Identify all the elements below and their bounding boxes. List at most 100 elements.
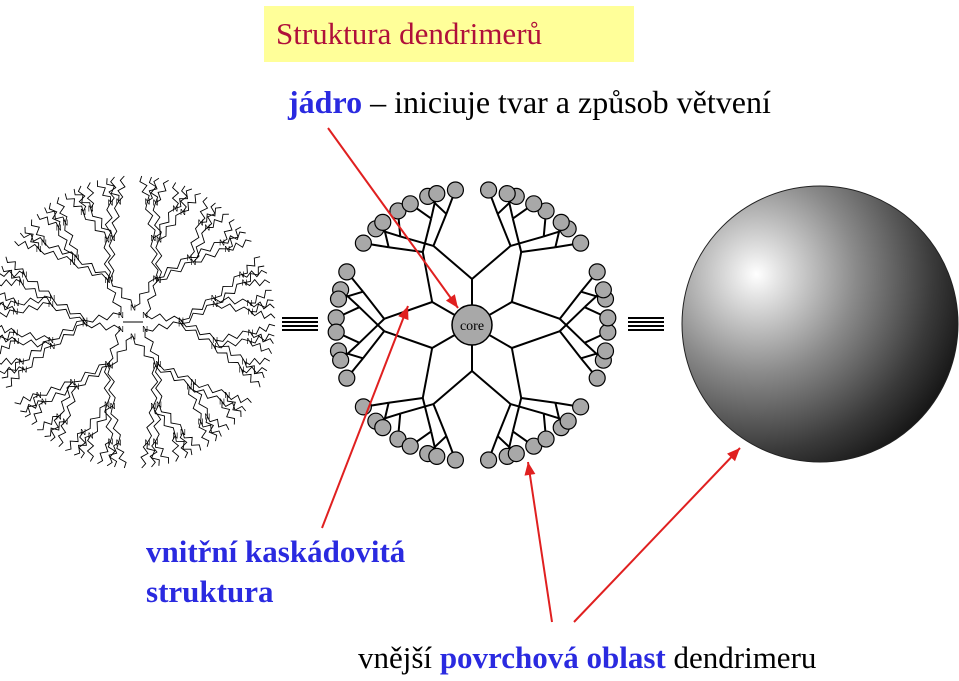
surface-bead [327,323,345,341]
nitrogen-atom-label: N [198,218,204,227]
nitrogen-atom-label: N [21,271,27,280]
surface-bead [446,451,465,469]
nitrogen-atom-label: N [49,342,55,351]
nitrogen-atom-label: N [204,224,210,233]
surface-bead [401,437,419,455]
nitrogen-atom-label: N [150,234,156,243]
nitrogen-atom-label: N [88,205,94,214]
nitrogen-atom-label: N [116,197,122,206]
pointer-arrows [321,127,741,623]
surface-bead [338,263,356,281]
nitrogen-atom-label: N [13,329,19,338]
nitrogen-atom-label: N [13,307,19,316]
surface-bead [588,263,606,281]
arrow-head [445,294,458,308]
nitrogen-atom-label: N [104,236,110,245]
nitrogen-atom-label: N [108,274,114,283]
dendrimer-schematic: core [327,181,617,469]
inner-line-1: vnitřní kaskádovitá [146,534,406,569]
equiv-symbol-right [628,317,664,331]
nitrogen-atom-label: N [156,236,162,245]
outer-prefix: vnější [358,640,433,675]
nitrogen-atom-label: N [48,300,54,309]
surface-bead [479,181,498,199]
surface-bead [507,444,525,463]
surface-bead [599,309,617,327]
nitrogen-atom-label: N [41,398,47,407]
nitrogen-atom-label: N [180,208,186,217]
nitrogen-atom-label: N [105,276,111,285]
surface-bead [428,185,446,203]
core-node [451,304,493,346]
inner-description: vnitřní kaskádovitá struktura [146,532,405,612]
surface-bead [599,323,617,341]
surface-bead [552,213,570,231]
nitrogen-atom-label: N [74,254,80,263]
nitrogen-atom-label: N [62,218,68,227]
nitrogen-atom-label: N [36,245,42,254]
nitrogen-atom-label: N [153,274,159,283]
surface-bead [374,213,392,231]
surface-bead [498,185,516,203]
nitrogen-atom-label: N [14,299,20,308]
surface-bead [559,412,577,430]
surface-bead [572,398,590,416]
nitrogen-atom-label: N [41,238,47,247]
surface-bead [374,419,392,437]
nitrogen-atom-label: N [70,258,76,267]
core-term: jádro [288,84,363,120]
nitrogen-atom-label: N [56,224,62,233]
surface-bead [428,447,446,465]
core-dash: – [370,84,387,120]
core-description: jádro – iniciuje tvar a způsob větvení [288,84,771,121]
surface-bead [537,430,555,448]
surface-bead [354,234,372,252]
outer-term: povrchová oblast [439,640,666,675]
outer-description: vnější povrchová oblast dendrimeru [358,640,816,676]
nitrogen-atom-label: N [156,276,162,285]
surface-bead [572,234,590,252]
nitrogen-atom-label: N [186,254,192,263]
title-box: Struktura dendrimerů [264,6,634,62]
surface-bead [401,195,419,213]
outer-suffix: dendrimeru [673,640,817,675]
nitrogen-atom-label: N [14,337,20,346]
nitrogen-atom-label: N [36,391,42,400]
surface-bead [338,369,356,387]
nitrogen-atom-label: N [48,336,54,345]
dendrimer-sphere [681,185,959,463]
inner-line-2: struktura [146,574,274,609]
nitrogen-atom-label: N [82,320,88,329]
nitrogen-atom-label: N [172,205,178,214]
nitrogen-atom-label: N [49,294,55,303]
surface-bead [332,351,350,369]
nitrogen-atom-label: N [19,358,25,367]
nitrogen-atom-label: N [110,234,116,243]
arrow-head [398,306,409,321]
nitrogen-atom-label: N [191,258,197,267]
slide-title: Struktura dendrimerů [276,16,543,51]
surface-bead [479,451,498,469]
arrow-head [727,448,740,462]
arrow-head [524,462,536,476]
nitrogen-atom-label: N [144,197,150,206]
nitrogen-atom-label: N [82,316,88,325]
core-label: core [460,319,484,334]
nitrogen-atom-label: N [21,365,27,374]
nitrogen-atom-label: N [80,208,86,217]
surface-bead [594,281,612,299]
molecular-structure: NNNNNNNNNNNNNNNNNNNNNNNNNNNNNNNNNNNNNNNN… [0,175,276,469]
surface-bead [327,309,345,327]
nitrogen-atom-label: N [118,311,124,320]
nitrogen-atom-label: N [153,199,159,208]
surface-bead [525,195,543,213]
nitrogen-atom-label: N [108,199,114,208]
surface-bead [446,181,465,199]
nitrogen-atom-label: N [130,304,136,313]
surface-bead [588,369,606,387]
nitrogen-atom-label: N [19,278,25,287]
surface-bead [329,290,348,308]
equiv-symbol-left [282,317,318,331]
core-text: iniciuje tvar a způsob větvení [394,84,771,120]
